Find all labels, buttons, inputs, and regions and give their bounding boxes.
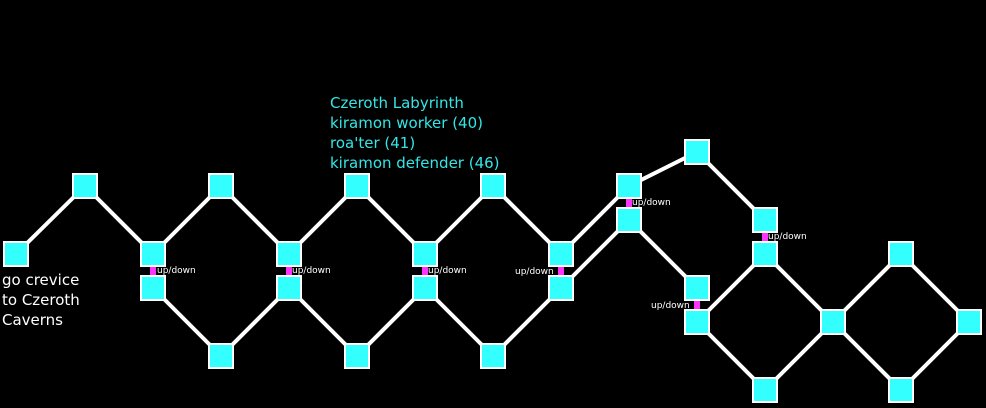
room-node[interactable] <box>616 173 642 199</box>
mob-entry: kiramon worker (40) <box>330 114 483 132</box>
room-node[interactable] <box>684 309 710 335</box>
exit-note-line: Caverns <box>2 311 63 329</box>
room-node[interactable] <box>616 207 642 233</box>
room-node[interactable] <box>888 241 914 267</box>
room-node[interactable] <box>956 309 982 335</box>
room-node[interactable] <box>548 241 574 267</box>
up-down-marker <box>422 265 428 277</box>
up-down-label: up/down <box>768 232 807 242</box>
up-down-exits <box>150 197 768 311</box>
room-node[interactable] <box>752 207 778 233</box>
mob-entry: kiramon defender (46) <box>330 154 500 172</box>
room-node[interactable] <box>412 241 438 267</box>
area-title: Czeroth Labyrinth <box>330 94 464 112</box>
room-node[interactable] <box>820 309 846 335</box>
up-down-marker <box>694 299 700 311</box>
room-node[interactable] <box>140 241 166 267</box>
room-node[interactable] <box>752 241 778 267</box>
up-down-label: up/down <box>157 266 196 276</box>
mob-entry: roa'ter (41) <box>330 134 416 152</box>
up-down-marker <box>558 265 564 277</box>
room-node[interactable] <box>752 377 778 403</box>
exit-note: go crevice to Czeroth Caverns <box>2 270 80 330</box>
up-down-label: up/down <box>292 266 331 276</box>
exit-note-line: to Czeroth <box>2 291 80 309</box>
up-down-label: up/down <box>428 266 467 276</box>
room-node[interactable] <box>412 275 438 301</box>
room-node[interactable] <box>888 377 914 403</box>
rooms <box>3 139 982 403</box>
room-node[interactable] <box>684 275 710 301</box>
room-node[interactable] <box>72 173 98 199</box>
up-down-label: up/down <box>515 267 554 277</box>
room-node[interactable] <box>140 275 166 301</box>
exit-note-line: go crevice <box>2 271 80 289</box>
area-info: Czeroth Labyrinth kiramon worker (40) ro… <box>330 93 500 173</box>
room-node[interactable] <box>480 343 506 369</box>
up-down-marker <box>150 265 156 277</box>
room-node[interactable] <box>684 139 710 165</box>
up-down-marker <box>626 197 632 209</box>
room-node[interactable] <box>480 173 506 199</box>
room-node[interactable] <box>276 241 302 267</box>
up-down-marker <box>286 265 292 277</box>
up-down-label: up/down <box>632 198 671 208</box>
room-node[interactable] <box>208 173 234 199</box>
room-node[interactable] <box>344 343 370 369</box>
room-node[interactable] <box>344 173 370 199</box>
room-node[interactable] <box>208 343 234 369</box>
up-down-marker <box>762 231 768 243</box>
room-node[interactable] <box>276 275 302 301</box>
room-node[interactable] <box>548 275 574 301</box>
room-node[interactable] <box>3 241 29 267</box>
up-down-label: up/down <box>651 301 690 311</box>
